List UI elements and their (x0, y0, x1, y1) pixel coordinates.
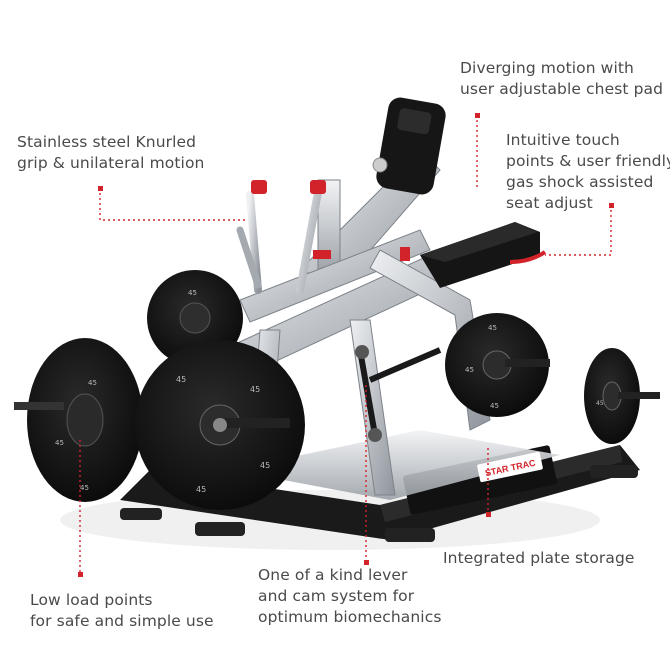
callout-chest-pad: Diverging motion with user adjustable ch… (460, 58, 663, 100)
callout-lever-cam-line2: and cam system for (258, 587, 415, 605)
callout-lever-cam-line3: optimum biomechanics (258, 608, 442, 626)
svg-text:45: 45 (55, 439, 64, 447)
callout-lever-cam: One of a kind lever and cam system for o… (258, 565, 442, 628)
base-frame (120, 430, 640, 542)
svg-text:45: 45 (88, 379, 97, 387)
callout-grip: Stainless steel Knurled grip & unilatera… (17, 132, 204, 174)
callout-chest-pad-line2: user adjustable chest pad (460, 80, 664, 98)
callout-seat-line3: gas shock assisted (506, 173, 654, 191)
svg-text:45: 45 (188, 289, 197, 297)
lever-cam-linkage (355, 345, 442, 442)
chest-pad (372, 97, 446, 195)
weight-plate-far-left: 45 45 45 (14, 338, 143, 502)
svg-text:45: 45 (196, 485, 206, 494)
weight-plate-storage-rear: 45 (584, 348, 660, 444)
star-trac-logo: STAR TRAC (477, 451, 543, 483)
svg-text:45: 45 (250, 385, 260, 394)
callout-chest-pad-line1: Diverging motion with (460, 59, 634, 77)
weight-plate-front-left: 45 45 45 45 (135, 340, 305, 510)
callout-seat-line1: Intuitive touch (506, 131, 620, 149)
callout-seat-line2: points & user friendly (506, 152, 670, 170)
callout-load-points-line2: for safe and simple use (30, 612, 214, 630)
weight-plate-storage-front: 45 45 45 (445, 313, 550, 417)
svg-text:45: 45 (488, 324, 497, 332)
svg-text:45: 45 (176, 375, 186, 384)
svg-text:45: 45 (596, 400, 604, 407)
callout-lever-cam-line1: One of a kind lever (258, 566, 408, 584)
callout-seat-line4: seat adjust (506, 194, 593, 212)
callout-plate-storage: Integrated plate storage (443, 548, 635, 569)
seat-pad (420, 222, 547, 288)
callout-grip-line2: grip & unilateral motion (17, 154, 205, 172)
callout-seat: Intuitive touch points & user friendly g… (506, 130, 670, 214)
callout-grip-line1: Stainless steel Knurled (17, 133, 197, 151)
svg-text:45: 45 (260, 461, 270, 470)
svg-text:45: 45 (490, 402, 499, 410)
callout-load-points: Low load points for safe and simple use (30, 590, 214, 632)
callout-plate-storage-line1: Integrated plate storage (443, 549, 635, 567)
callout-load-points-line1: Low load points (30, 591, 153, 609)
svg-text:45: 45 (80, 484, 89, 492)
svg-text:45: 45 (465, 366, 474, 374)
handles (236, 180, 326, 294)
